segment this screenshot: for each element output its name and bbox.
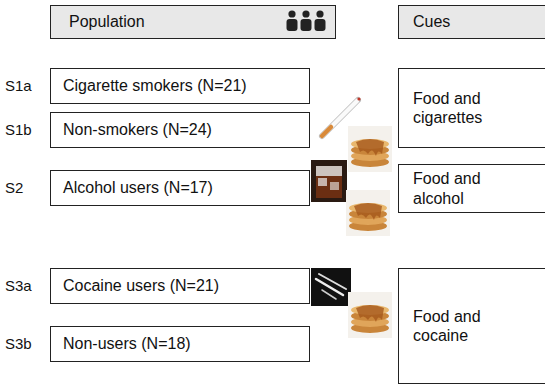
group-box: Alcohol users (N=17) xyxy=(50,170,310,206)
row-label: S2 xyxy=(5,179,23,197)
box-text: Alcohol users (N=17) xyxy=(63,178,213,197)
box-text: Non-smokers (N=24) xyxy=(63,120,212,139)
box-text: Food and cocaine xyxy=(413,307,501,345)
header-box: Population xyxy=(50,5,336,39)
header-text: Cues xyxy=(413,12,450,31)
pancake-picture xyxy=(348,126,392,172)
group-box: Food and alcohol xyxy=(398,164,545,213)
box-text: Cigarette smokers (N=21) xyxy=(63,76,247,95)
row-label: S1b xyxy=(5,121,32,139)
row-label: S1a xyxy=(5,77,32,95)
cocaine-picture xyxy=(311,268,351,306)
pancake-picture xyxy=(348,292,392,338)
row-label: S3b xyxy=(5,335,32,353)
row-label: S3a xyxy=(5,277,32,295)
group-box: Cigarette smokers (N=21) xyxy=(50,68,310,104)
box-text: Cocaine users (N=21) xyxy=(63,276,219,295)
group-box: Non-users (N=18) xyxy=(50,326,310,362)
header-box: Cues xyxy=(398,5,545,39)
pancake-picture xyxy=(346,190,390,236)
alcohol-glass-picture xyxy=(311,160,347,202)
group-box: Food and cocaine xyxy=(398,268,545,384)
box-text: Food and cigarettes xyxy=(413,89,501,127)
box-text: Food and alcohol xyxy=(413,169,501,207)
header-text: Population xyxy=(69,12,145,31)
group-box: Cocaine users (N=21) xyxy=(50,268,310,304)
group-box: Food and cigarettes xyxy=(398,68,545,148)
group-box: Non-smokers (N=24) xyxy=(50,112,310,148)
box-text: Non-users (N=18) xyxy=(63,334,191,353)
